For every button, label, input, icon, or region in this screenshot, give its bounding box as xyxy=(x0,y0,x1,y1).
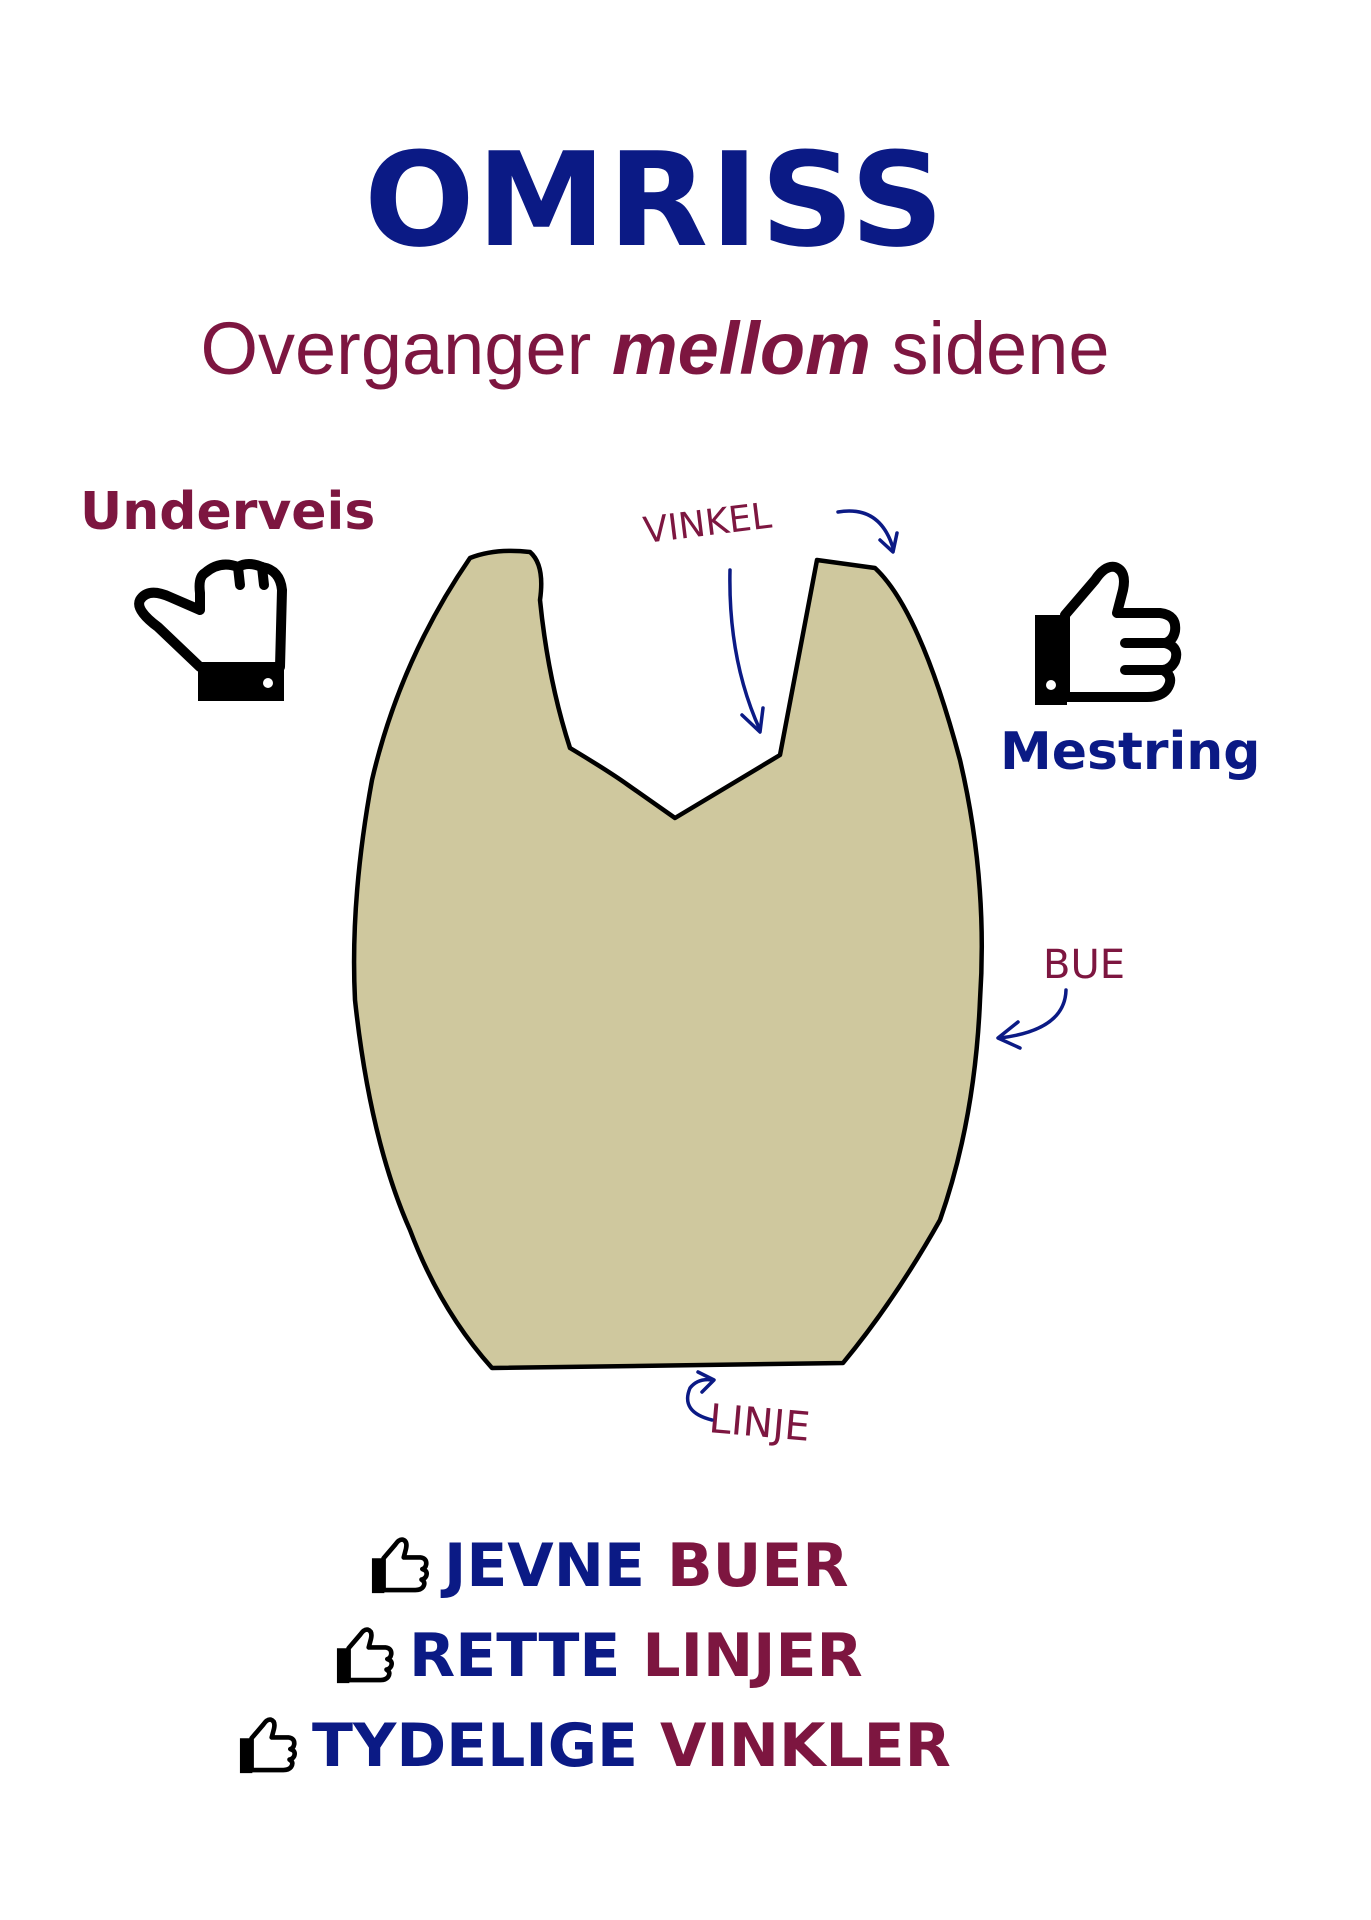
linje-arrowhead xyxy=(696,1370,716,1394)
label-mestring: Mestring xyxy=(1000,722,1261,782)
subtitle-emphasis: mellom xyxy=(611,307,871,390)
linje-arrow-curve xyxy=(685,1377,714,1422)
subtitle-after: sidene xyxy=(870,307,1110,390)
annotation-bue: BUE xyxy=(1043,942,1125,988)
checklist-word1: TYDELIGE xyxy=(312,1711,638,1781)
vinkel-pointer-head xyxy=(740,706,765,734)
thumbs-up-icon xyxy=(239,1717,297,1774)
thumb-sideways-icon xyxy=(134,559,287,701)
checklist-item: RETTE LINJER xyxy=(335,1625,863,1687)
vinkel-arrowhead xyxy=(878,531,899,554)
checklist-word1: RETTE xyxy=(409,1621,621,1691)
subtitle-before: Overganger xyxy=(200,307,612,390)
annotation-linje: LINJE xyxy=(707,1396,812,1451)
bue-arrow-curve xyxy=(998,988,1068,1040)
beige-shape xyxy=(351,548,984,1371)
checklist-word2: BUER xyxy=(666,1531,849,1601)
label-underveis: Underveis xyxy=(80,482,376,542)
checklist-item: JEVNE BUER xyxy=(370,1535,849,1597)
checklist-word1: JEVNE xyxy=(444,1531,645,1601)
annotation-vinkel: VINKEL xyxy=(641,496,774,552)
vinkel-arrow-curve xyxy=(836,509,895,550)
page-subtitle: Overganger mellom sidene xyxy=(0,312,1310,386)
checklist-word2: VINKLER xyxy=(659,1711,951,1781)
bue-arrowhead xyxy=(996,1020,1022,1050)
thumbs-up-icon xyxy=(1035,561,1182,705)
thumbs-up-icon xyxy=(371,1537,429,1594)
thumbs-up-icon xyxy=(336,1627,394,1684)
vinkel-pointer-arrow xyxy=(728,568,762,732)
checklist-word2: LINJER xyxy=(642,1621,863,1691)
page-title: OMRISS xyxy=(364,124,946,276)
checklist-item: TYDELIGE VINKLER xyxy=(238,1715,951,1777)
